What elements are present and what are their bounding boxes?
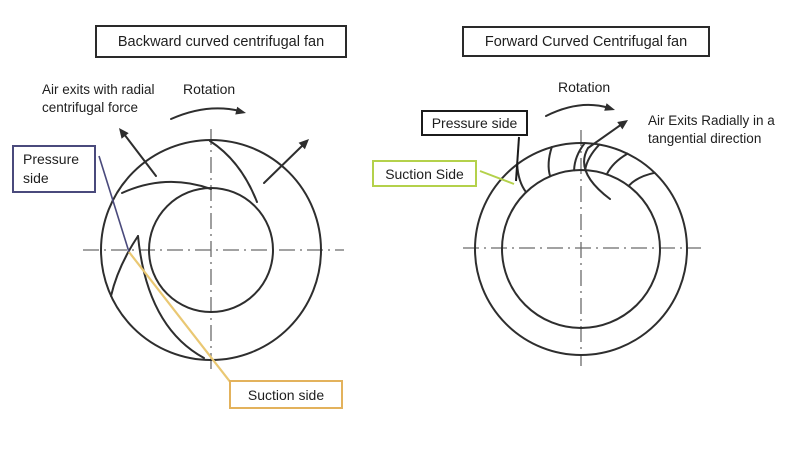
left-air-exit-label: Air exits with radial centrifugal force xyxy=(42,81,155,117)
left-blade-upper-left xyxy=(121,180,212,194)
left-blade-lower-edge-long xyxy=(137,235,205,359)
right-air-exit-arrow xyxy=(583,123,623,200)
fan-linework xyxy=(100,103,688,361)
right-blade-1 xyxy=(516,163,528,194)
right-air-exit-label-line2: tangential direction xyxy=(648,131,762,146)
right-pressure-side-box: Pressure side xyxy=(421,110,528,136)
right-blade-6 xyxy=(627,171,656,187)
right-air-exit-label: Air Exits Radially in a tangential direc… xyxy=(648,112,798,148)
left-rotation-arrowhead-icon xyxy=(235,106,246,115)
left-pressure-side-box: Pressure side xyxy=(12,145,96,193)
right-suction-leader-line xyxy=(479,170,515,185)
right-air-exit-label-line1: Air Exits Radially in a xyxy=(648,113,775,128)
left-suction-side-box: Suction side xyxy=(229,380,343,409)
right-blade-3 xyxy=(573,142,586,172)
left-outer-rim-circle xyxy=(100,139,322,361)
right-rotation-arrowhead-icon xyxy=(604,103,615,111)
right-pressure-leader-line xyxy=(515,136,520,182)
left-rotation-label: Rotation xyxy=(183,81,236,97)
right-blade-2 xyxy=(547,146,553,178)
left-air-exit-ne-arrowhead-icon xyxy=(298,139,309,150)
left-air-exit-arrow-nw xyxy=(123,133,157,177)
right-outer-rim-circle xyxy=(474,142,688,356)
right-inner-rim-circle xyxy=(501,169,661,329)
left-fan-title: Backward curved centrifugal fan xyxy=(95,25,347,58)
left-suction-leader-line xyxy=(128,251,232,384)
right-air-exit-arrowhead-icon xyxy=(617,120,628,130)
right-rotation-arrow xyxy=(545,103,610,117)
left-air-exit-label-line2: centrifugal force xyxy=(42,100,139,115)
left-pressure-label-line2: side xyxy=(23,170,49,186)
left-air-exit-arrow-ne xyxy=(263,144,304,184)
arrowheads xyxy=(119,103,628,150)
left-blade-lower-edge-short xyxy=(110,235,139,297)
left-pressure-label-line1: Pressure xyxy=(23,151,80,167)
left-air-exit-label-line1: Air exits with radial xyxy=(42,82,155,97)
left-rotation-arrow xyxy=(170,107,241,120)
right-rotation-label: Rotation xyxy=(558,79,611,95)
right-fan-title: Forward Curved Centrifugal fan xyxy=(462,26,710,57)
left-blade-top xyxy=(209,140,258,203)
right-blade-5 xyxy=(605,152,629,176)
left-pressure-leader-line xyxy=(98,155,130,253)
left-air-exit-nw-arrowhead-icon xyxy=(119,128,129,139)
right-suction-side-box: Suction Side xyxy=(372,160,477,187)
